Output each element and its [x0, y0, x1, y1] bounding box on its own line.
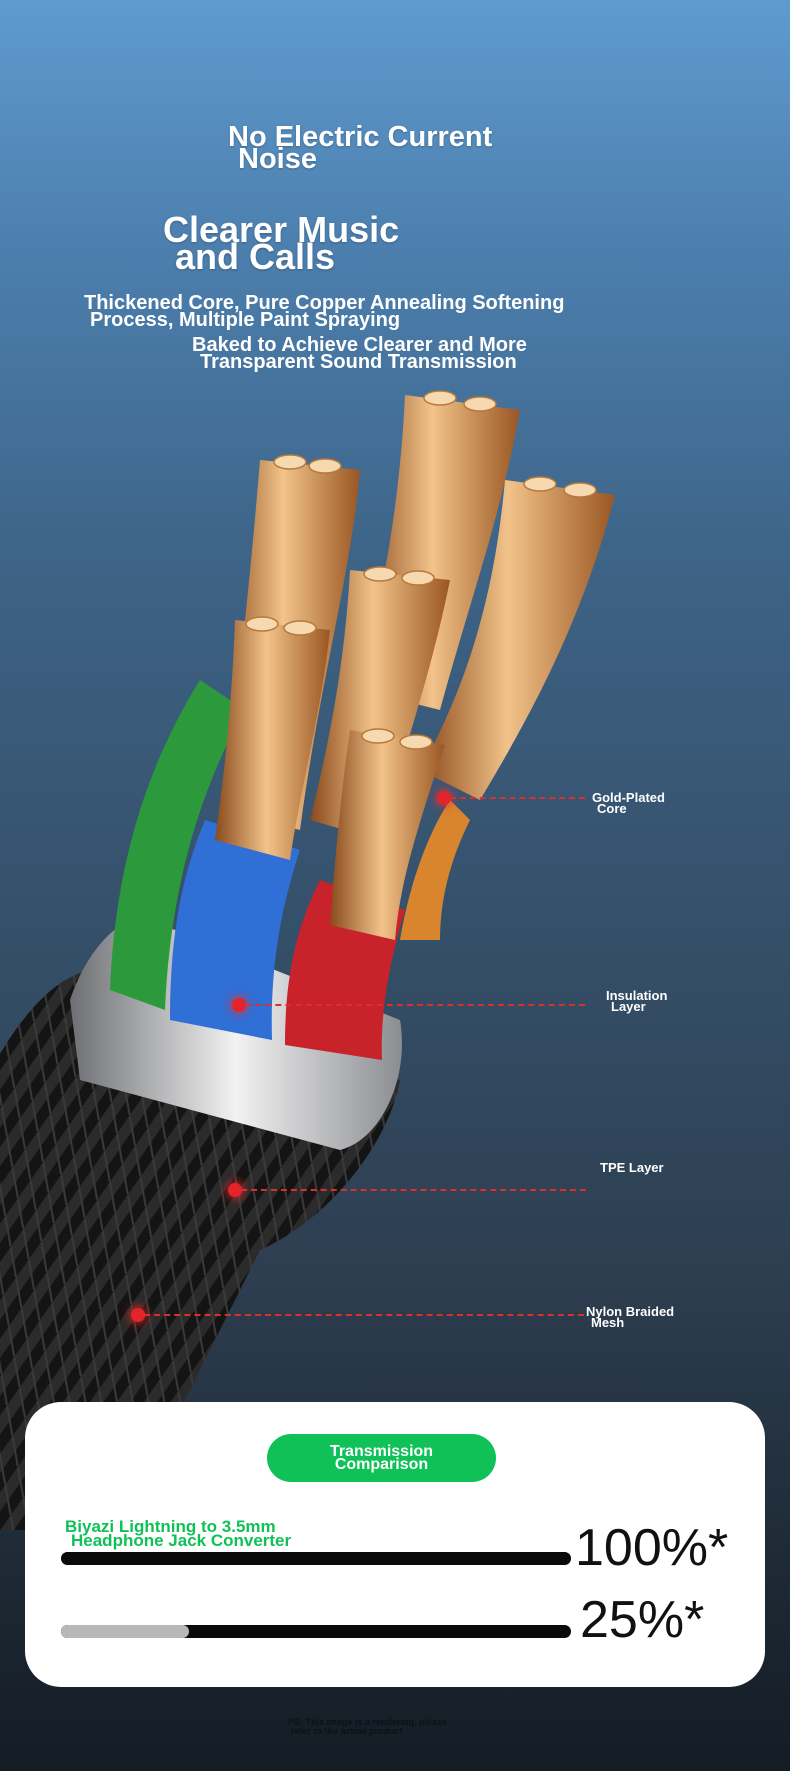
- description-sound-line2: Transparent Sound Transmission: [200, 351, 517, 373]
- description-core-line1: Thickened Core, Pure Copper Annealing So…: [84, 292, 565, 314]
- gold-plated-core-leader: [450, 797, 585, 799]
- description-sound-line1: Baked to Achieve Clearer and More: [192, 334, 527, 356]
- product-label-line2: Headphone Jack Converter: [71, 1531, 292, 1550]
- callout-insulation-layer-line1: Insulation: [606, 988, 668, 1003]
- copper-bundle: [330, 730, 445, 940]
- copper-bundle: [420, 480, 615, 800]
- other-transmission-bar: [61, 1625, 571, 1638]
- orange-wire: [400, 800, 470, 940]
- description-core-line2: Process, Multiple Paint Spraying: [90, 309, 401, 331]
- headline-noise-line2: Noise: [238, 143, 317, 175]
- cable-illustration: [0, 390, 615, 1530]
- footnote-line2: refer to the actual product: [291, 1726, 403, 1736]
- other-transmission-bar-fill: [61, 1625, 189, 1638]
- badge-line1: Transmission: [329, 1443, 434, 1460]
- product-transmission-bar-fill: [61, 1552, 571, 1565]
- transmission-comparison-card: Transmission Comparison Biyazi Lightning…: [25, 1402, 765, 1687]
- callout-nylon-braided-mesh-line2: Mesh: [591, 1315, 625, 1330]
- product-label: Biyazi Lightning to 3.5mm Headphone Jack…: [65, 1517, 505, 1550]
- headline-noise-line1: No Electric Current: [228, 121, 493, 153]
- callout-gold-plated-core-line1: Gold-Plated: [592, 790, 665, 805]
- callout-nylon-braided-mesh: Nylon Braided Mesh: [586, 1304, 675, 1330]
- copper-bundle: [215, 620, 330, 860]
- footnote-line1: PS: This image is a rendering, please: [288, 1717, 448, 1727]
- headline-clearer: Clearer Music and Calls: [163, 212, 483, 277]
- badge-line2: Comparison: [334, 1456, 429, 1473]
- transmission-comparison-badge: Transmission Comparison: [267, 1434, 496, 1482]
- gold-plated-core-marker: [437, 791, 451, 805]
- headline-clearer-line1: Clearer Music: [163, 209, 400, 250]
- green-wire: [110, 680, 245, 1010]
- product-label-line1: Biyazi Lightning to 3.5mm: [65, 1517, 276, 1536]
- callout-tpe-layer-line1: TPE Layer: [600, 1160, 664, 1175]
- description-sound: Baked to Achieve Clearer and More Transp…: [192, 334, 612, 373]
- headline-clearer-line2: and Calls: [175, 236, 336, 277]
- nylon-braided-mesh-marker: [131, 1308, 145, 1322]
- tpe-layer-marker: [228, 1183, 242, 1197]
- insulation-layer-marker: [232, 998, 246, 1012]
- description-core: Thickened Core, Pure Copper Annealing So…: [84, 292, 644, 331]
- callout-insulation-layer: Insulation Layer: [606, 988, 668, 1014]
- headline-noise: No Electric Current Noise: [228, 123, 548, 175]
- other-transmission-value: 25%*: [580, 1591, 705, 1649]
- product-transmission-value: 100%*: [575, 1519, 729, 1577]
- callout-gold-plated-core-line2: Core: [597, 801, 627, 816]
- tpe-layer-leader: [241, 1189, 586, 1191]
- callout-gold-plated-core: Gold-Plated Core: [592, 790, 665, 816]
- nylon-braided-mesh-leader: [144, 1314, 584, 1316]
- rendering-footnote: PS: This image is a rendering, please re…: [288, 1718, 538, 1736]
- callout-insulation-layer-line2: Layer: [611, 999, 646, 1014]
- blue-wire: [170, 820, 300, 1040]
- callout-nylon-braided-mesh-line1: Nylon Braided: [586, 1304, 675, 1319]
- callout-tpe-layer: TPE Layer: [600, 1160, 664, 1175]
- insulation-layer-leader: [245, 1004, 585, 1006]
- product-transmission-bar: [61, 1552, 571, 1565]
